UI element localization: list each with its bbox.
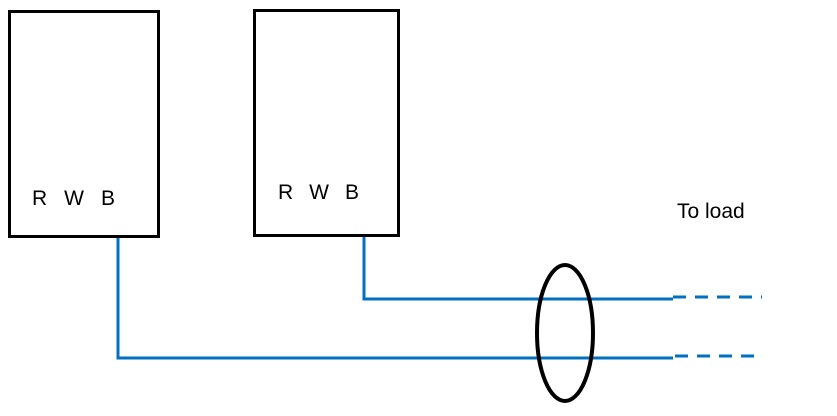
terminal-labels-box-2: R W B xyxy=(278,181,359,204)
terminal-label-w: W xyxy=(309,181,329,204)
terminal-label-w: W xyxy=(64,187,84,210)
thermostat-box-1: R W B xyxy=(8,10,160,238)
thermostat-box-2: R W B xyxy=(253,9,400,237)
cable-bundle-ellipse xyxy=(535,263,595,403)
box1-b-wire xyxy=(116,235,673,360)
terminal-label-r: R xyxy=(32,187,48,210)
terminal-label-b: B xyxy=(101,187,116,210)
terminal-label-b: B xyxy=(345,181,360,204)
to-load-label: To load xyxy=(677,200,745,223)
terminal-labels-box-1: R W B xyxy=(32,187,115,210)
terminal-label-r: R xyxy=(278,181,294,204)
box2-b-wire xyxy=(362,235,673,301)
